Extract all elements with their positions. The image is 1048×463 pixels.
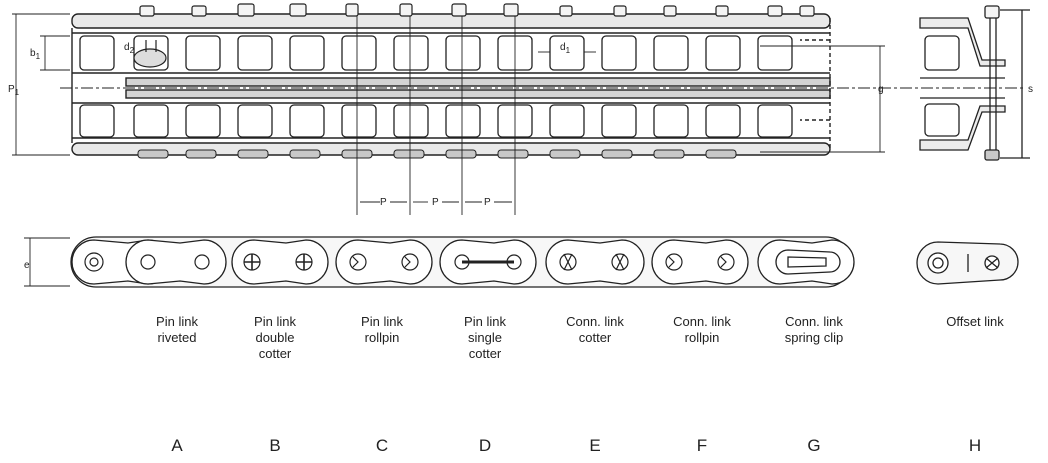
dim-e: e: [24, 260, 30, 271]
pin-heads-bottom: [137, 149, 737, 159]
riveted-pin-detail: [133, 40, 167, 68]
link-letter-d: D: [478, 436, 492, 455]
dim-p-3: P: [484, 197, 491, 208]
rollers-lower-row: [79, 104, 793, 138]
dim-b1: b1: [30, 48, 41, 61]
dim-p-2: P: [432, 197, 439, 208]
pin-heads-top: [139, 3, 815, 17]
link-letter-a: A: [171, 436, 183, 455]
link-letter-g: G: [807, 436, 821, 455]
dim-s: s: [1028, 84, 1033, 95]
offset-link-top-view: [919, 5, 1030, 161]
side-view-chain: [70, 236, 855, 288]
top-view-dimensions: [12, 13, 1025, 215]
link-letter-h: H: [968, 436, 982, 455]
dim-g: g: [878, 84, 884, 95]
dim-d1: d1: [560, 42, 571, 55]
link-letter-f: F: [696, 436, 708, 455]
link-letter-e: E: [589, 436, 601, 455]
dim-p-1: P: [380, 197, 387, 208]
dimension-labels-top: P1 b1 d2 d1 g s P P P e: [8, 42, 1033, 271]
link-letter-b: B: [269, 436, 281, 455]
dim-p1: P1: [8, 84, 20, 97]
dim-d2: d2: [124, 42, 135, 55]
side-view-dimension-e: [24, 237, 70, 287]
link-letter-c: C: [375, 436, 389, 455]
top-view-chain: [71, 13, 831, 156]
rollers-upper-row: [79, 35, 793, 71]
link-caption-h: Offset link: [946, 314, 1004, 329]
offset-link-side-view: [916, 241, 1019, 285]
side-view-pins: [84, 252, 735, 272]
